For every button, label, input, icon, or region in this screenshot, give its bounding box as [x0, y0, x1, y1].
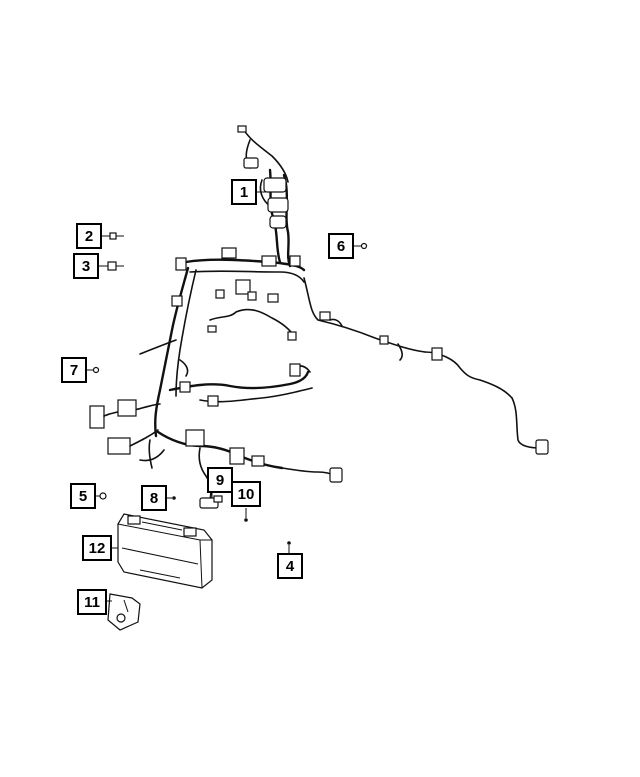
pin-part-7	[92, 366, 100, 374]
callout-5: 5	[70, 483, 96, 509]
callout-1: 1	[231, 179, 257, 205]
wiring-harness	[89, 125, 549, 501]
callout-4: 4	[277, 553, 303, 579]
clip-part-8	[172, 496, 176, 500]
callout-6: 6	[328, 233, 354, 259]
fastener-part-10	[244, 518, 248, 522]
battery-part-12	[117, 513, 213, 589]
callout-9: 9	[207, 467, 233, 493]
callout-2: 2	[76, 223, 102, 249]
bracket-part-11	[107, 593, 141, 631]
callout-12: 12	[82, 535, 112, 561]
callout-8: 8	[141, 485, 167, 511]
screw-part-3	[107, 261, 124, 271]
callout-3: 3	[73, 253, 99, 279]
bolt-part-2	[109, 232, 124, 240]
callout-7: 7	[61, 357, 87, 383]
callout-11: 11	[77, 589, 107, 615]
nut-part-5	[99, 492, 107, 500]
fastener-part-4	[287, 541, 291, 545]
callout-10: 10	[231, 481, 261, 507]
clip-part-6	[360, 242, 368, 250]
